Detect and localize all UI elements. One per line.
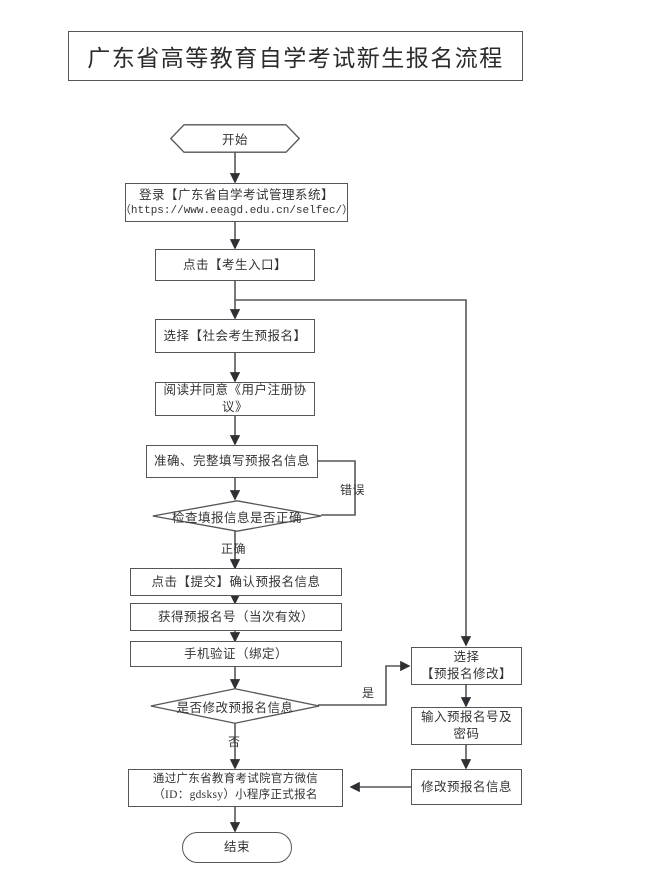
- page-title: 广东省高等教育自学考试新生报名流程: [68, 31, 523, 81]
- page-title-text: 广东省高等教育自学考试新生报名流程: [87, 46, 504, 71]
- node-login-label-line2: （https://www.eeagd.edu.cn/selfec/）: [119, 204, 354, 217]
- node-input-credentials[interactable]: 输入预报名号及 密码: [411, 707, 522, 745]
- node-login-label-line1: 登录【广东省自学考试管理系统】: [138, 187, 334, 202]
- node-end[interactable]: 结束: [182, 832, 292, 863]
- node-official-register-label-line2: （ID：gdsksy）小程序正式报名: [153, 789, 318, 801]
- edge-label-no: 否: [228, 735, 241, 749]
- node-phone-verify[interactable]: 手机验证（绑定）: [130, 641, 342, 667]
- node-login[interactable]: 登录【广东省自学考试管理系统】 （https://www.eeagd.edu.c…: [120, 183, 353, 222]
- node-check-info[interactable]: 检查填报信息是否正确: [152, 500, 322, 532]
- node-select-pre-register-label: 选择【社会考生预报名】: [163, 328, 307, 343]
- node-official-register[interactable]: 通过广东省教育考试院官方微信 （ID：gdsksy）小程序正式报名: [128, 769, 343, 807]
- node-official-register-label-line1: 通过广东省教育考试院官方微信: [152, 773, 319, 786]
- node-input-credentials-label-line2: 密码: [453, 727, 480, 741]
- node-select-modify[interactable]: 选择 【预报名修改】: [411, 647, 522, 685]
- node-modify-info[interactable]: 修改预报名信息: [411, 769, 522, 805]
- node-select-modify-label-line2: 【预报名修改】: [420, 667, 512, 681]
- node-fill-info[interactable]: 准确、完整填写预报名信息: [146, 445, 318, 478]
- node-input-credentials-label-line1: 输入预报名号及: [420, 710, 512, 725]
- node-fill-info-label: 准确、完整填写预报名信息: [153, 454, 310, 469]
- edge-label-error: 错误: [340, 483, 366, 497]
- node-end-label: 结束: [223, 840, 250, 855]
- node-select-modify-label-line1: 选择: [453, 650, 480, 665]
- node-click-entry-label: 点击【考生入口】: [182, 257, 287, 272]
- node-need-modify[interactable]: 是否修改预报名信息: [150, 688, 320, 724]
- node-phone-verify-label: 手机验证（绑定）: [183, 646, 288, 661]
- node-select-pre-register[interactable]: 选择【社会考生预报名】: [155, 319, 315, 353]
- node-agree-terms[interactable]: 阅读并同意《用户注册协议》: [155, 382, 315, 416]
- node-get-number-label: 获得预报名号（当次有效）: [157, 609, 314, 624]
- node-agree-terms-label: 阅读并同意《用户注册协议》: [163, 383, 307, 414]
- node-get-number[interactable]: 获得预报名号（当次有效）: [130, 603, 342, 631]
- edge-label-yes: 是: [362, 686, 375, 700]
- node-modify-info-label: 修改预报名信息: [420, 779, 512, 794]
- node-submit-confirm[interactable]: 点击【提交】确认预报名信息: [130, 568, 342, 596]
- node-click-entry[interactable]: 点击【考生入口】: [155, 249, 315, 281]
- node-start[interactable]: 开始: [170, 124, 300, 153]
- edge-label-correct: 正确: [221, 542, 247, 556]
- node-submit-confirm-label: 点击【提交】确认预报名信息: [151, 574, 321, 589]
